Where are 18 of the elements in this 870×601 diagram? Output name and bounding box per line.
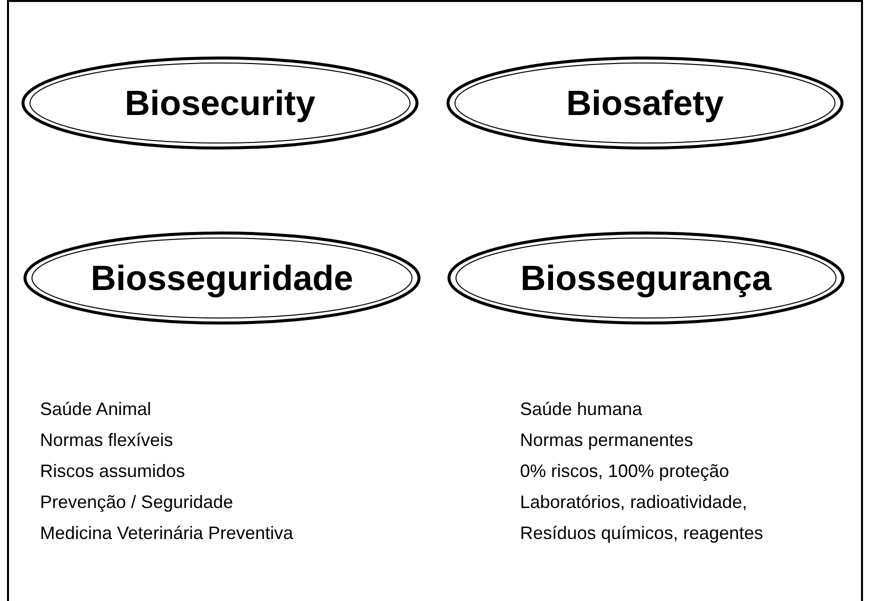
- list-item: Riscos assumidos: [40, 460, 186, 483]
- node-title: Biosafety: [566, 86, 724, 120]
- list-item: Prevenção / Seguridade: [40, 491, 234, 514]
- list-item: Normas permanentes: [520, 429, 694, 452]
- ellipse-node: [20, 55, 420, 151]
- list-item: Saúde Animal: [40, 398, 152, 421]
- node-title: Biossegurança: [520, 260, 772, 296]
- ellipse-node: [446, 230, 846, 326]
- list-item: Normas flexíveis: [40, 429, 174, 452]
- list-item: 0% riscos, 100% proteção: [520, 460, 730, 483]
- list-item: Saúde humana: [520, 398, 644, 421]
- list-item: Laboratórios, radioatividade,: [520, 491, 748, 514]
- node-title: Biosecurity: [124, 86, 316, 120]
- list-item: Resíduos químicos, reagentes: [520, 522, 764, 545]
- ellipse-node: [445, 55, 845, 151]
- list-item: Medicina Veterinária Preventiva: [40, 522, 294, 545]
- ellipse-node: [22, 230, 422, 326]
- node-title: Biosseguridade: [90, 260, 354, 296]
